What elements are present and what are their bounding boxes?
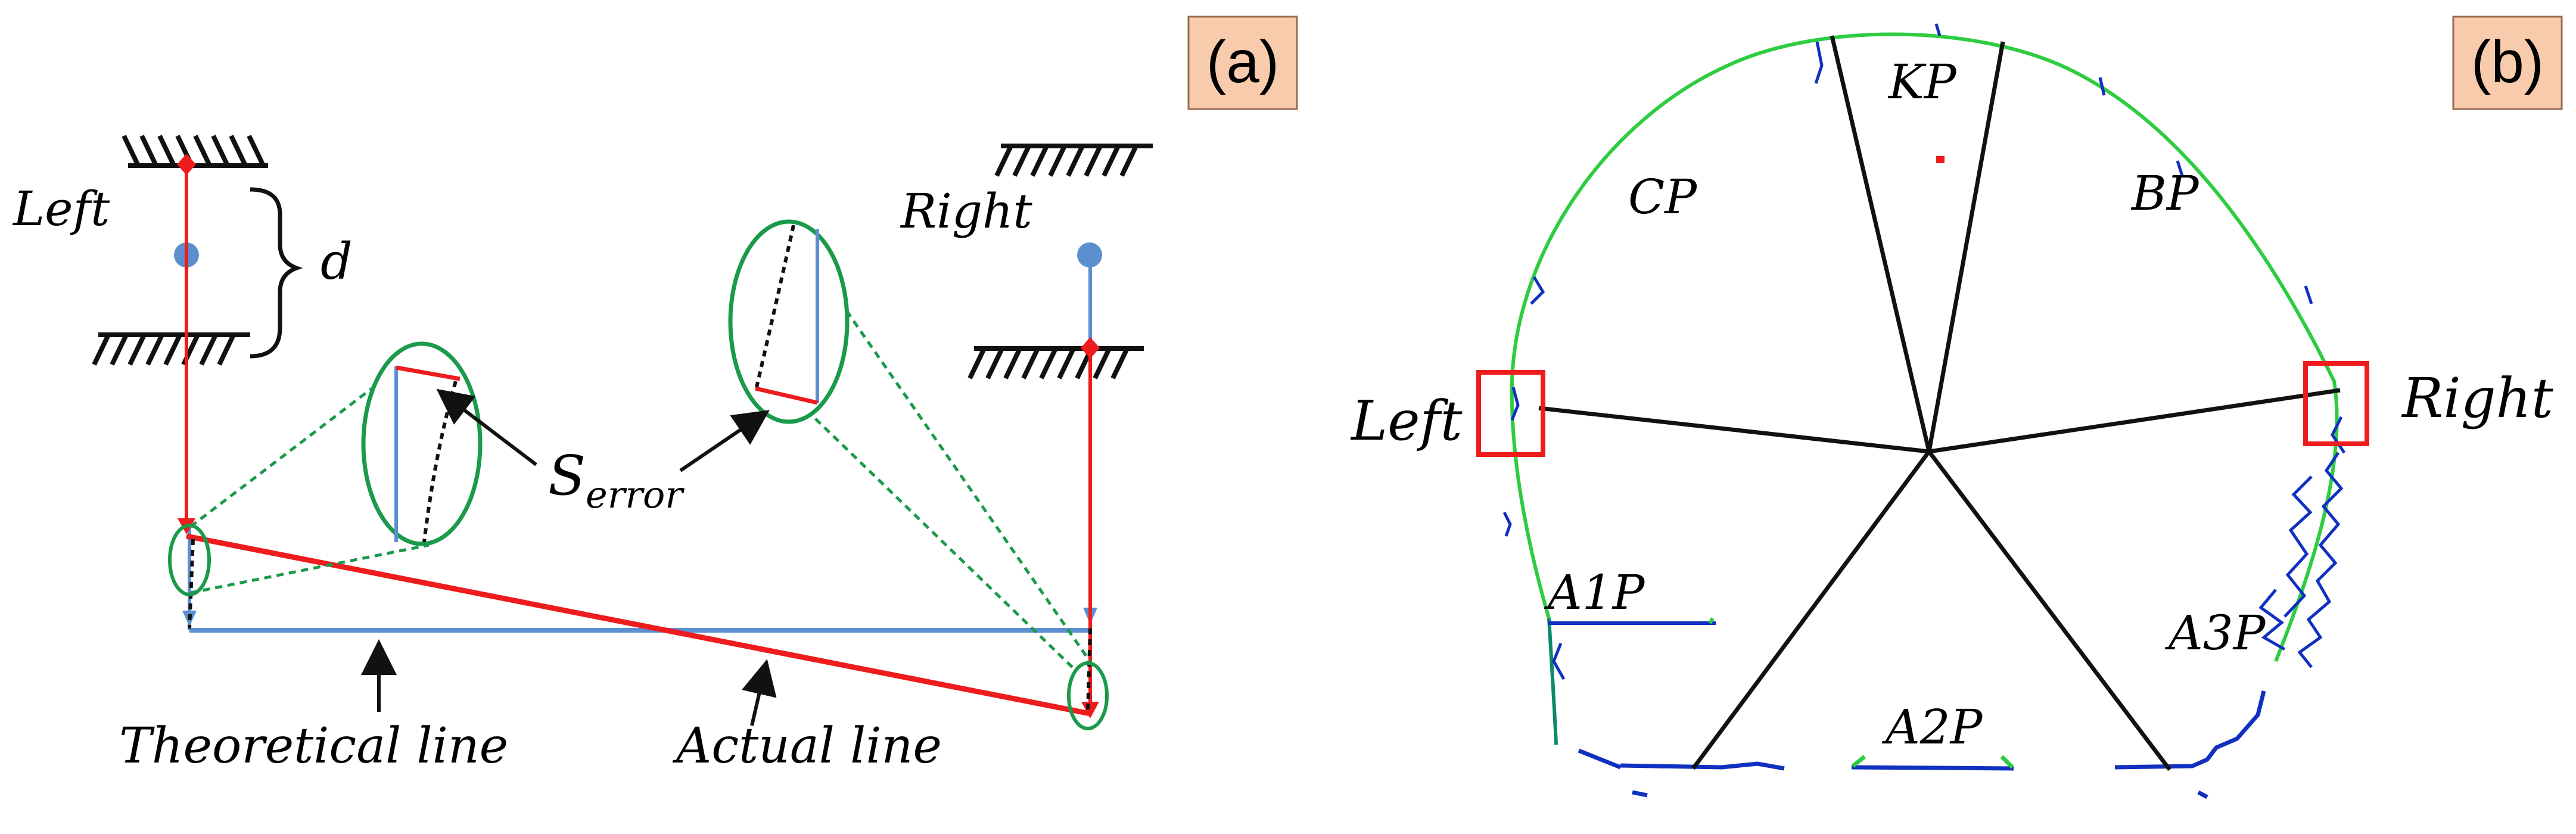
d-brace (250, 187, 303, 359)
right-error-dash (1086, 628, 1092, 712)
panel-b: (b) (1350, 15, 2563, 799)
scan-noise-top (1814, 23, 2313, 304)
right-red-diamond (1081, 337, 1100, 359)
tunnel-scan-outline (1510, 32, 2339, 662)
actual-line (186, 533, 1091, 717)
s-error-label: Serror (548, 444, 685, 516)
left-label: Left (12, 181, 110, 236)
section-dividers (1538, 35, 2341, 771)
right-measurement-box (2303, 361, 2369, 446)
panel-a-tag: (a) (1187, 15, 1298, 110)
left-red-diamond (177, 154, 196, 175)
left-zoom-detail (361, 341, 483, 546)
tunnel-scan-lower-left (1547, 618, 1558, 745)
zoom-projection-lines (189, 285, 1095, 668)
left-small-ellipse (168, 524, 211, 596)
panel-a-tag-text: (a) (1206, 29, 1279, 95)
a2p-floor-highlight (1851, 755, 2014, 769)
right-reference-dot (1077, 242, 1102, 267)
right-lower-support (967, 346, 1144, 379)
scan-speck-center (1936, 156, 1945, 163)
section-label-a2p: A2P (1881, 699, 1983, 755)
panel-b-left-label: Left (1350, 389, 1463, 453)
s-error-arrow-left (436, 388, 537, 466)
a1p-scan-end (1708, 617, 1715, 624)
section-label-kp: KP (1887, 54, 1957, 110)
right-label: Right (900, 183, 1033, 239)
right-red-arrowhead (1081, 702, 1099, 718)
panel-b-right-label: Right (2401, 366, 2554, 430)
right-small-ellipse (1067, 661, 1109, 730)
s-error-arrow-right (679, 410, 770, 472)
left-error-dash (188, 539, 195, 629)
theoretical-line-label: Theoretical line (119, 718, 508, 774)
section-label-bp: BP (2130, 166, 2199, 221)
tunnel-floor-scan (1578, 690, 2266, 799)
section-label-a1p: A1P (1544, 565, 1645, 620)
panel-b-tag: (b) (2452, 15, 2563, 110)
panel-a: (a) (12, 15, 1298, 774)
panel-b-tag-text: (b) (2471, 29, 2544, 95)
left-lower-support (92, 332, 250, 366)
actual-line-label: Actual line (672, 718, 942, 774)
right-zoom-detail (728, 219, 850, 424)
scan-noise-left (1502, 276, 1566, 680)
section-label-cp: CP (1628, 169, 1697, 225)
right-upper-support (994, 144, 1153, 177)
scan-noise-right (2258, 416, 2346, 668)
left-upper-support (122, 135, 268, 168)
section-label-a3p: A3P (2164, 605, 2266, 661)
left-measurement-box (1476, 370, 1545, 457)
actual-label-arrow (742, 659, 777, 726)
d-label: d (321, 232, 353, 291)
